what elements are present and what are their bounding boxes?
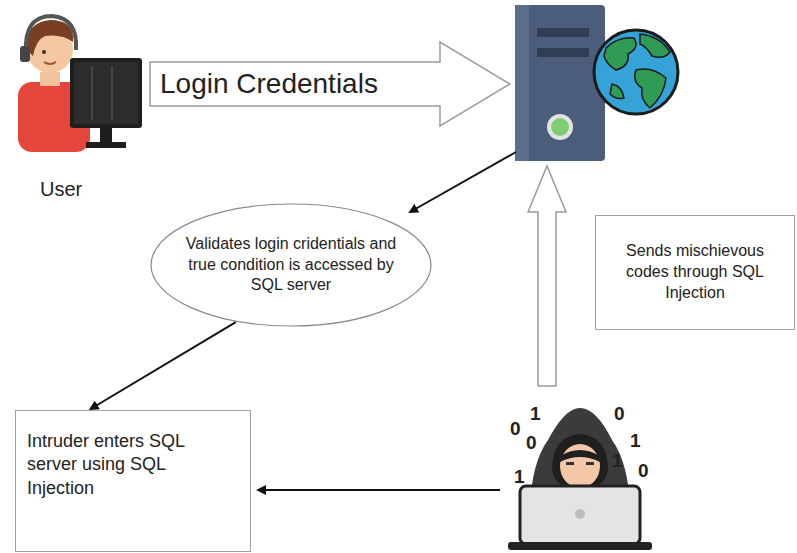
- text-wrap: Validates login cridentials and true con…: [150, 203, 432, 327]
- text-wrap: Intruder enters SQL server using SQL Inj…: [15, 410, 251, 552]
- connector-arrow: [91, 322, 236, 409]
- attack-arrow: [258, 489, 500, 491]
- arrow-outline: [150, 42, 510, 126]
- binary-digit: 0: [526, 432, 537, 454]
- hollow-up-arrow: [528, 166, 566, 386]
- process-box: Intruder enters SQL server using SQL Inj…: [15, 410, 251, 552]
- binary-digit: 0: [510, 418, 521, 440]
- text-wrap: Login Credentials: [160, 62, 440, 106]
- process-ellipse: Validates login cridentials and true con…: [150, 203, 432, 327]
- node-text: Validates login cridentials and true con…: [173, 234, 409, 296]
- globe-icon: [594, 30, 678, 114]
- ellipse-outline: [151, 204, 431, 326]
- binary-digit: 0: [614, 403, 625, 425]
- node-text: Login Credentials: [160, 69, 378, 100]
- binary-digit: 1: [514, 466, 525, 488]
- binary-digit: 0: [638, 460, 649, 482]
- hacker-icon: [508, 408, 652, 550]
- server-icon: [515, 5, 605, 161]
- node-text: Sends mischievous codes through SQL Inje…: [605, 241, 785, 303]
- node-text: Intruder enters SQL server using SQL Inj…: [15, 430, 223, 500]
- user-label: User: [40, 178, 82, 201]
- text-wrap: Sends mischievous codes through SQL Inje…: [595, 215, 795, 330]
- arrow-label-shape: Login Credentials: [150, 42, 510, 126]
- server-arrow: [410, 152, 516, 212]
- binary-digit: 1: [530, 403, 541, 425]
- box-outline: [16, 411, 251, 552]
- box-outline: [596, 216, 795, 330]
- binary-digit: 1: [612, 450, 623, 472]
- binary-digit: 1: [630, 430, 641, 452]
- user-icon: [18, 16, 142, 152]
- note-box: Sends mischievous codes through SQL Inje…: [595, 215, 795, 330]
